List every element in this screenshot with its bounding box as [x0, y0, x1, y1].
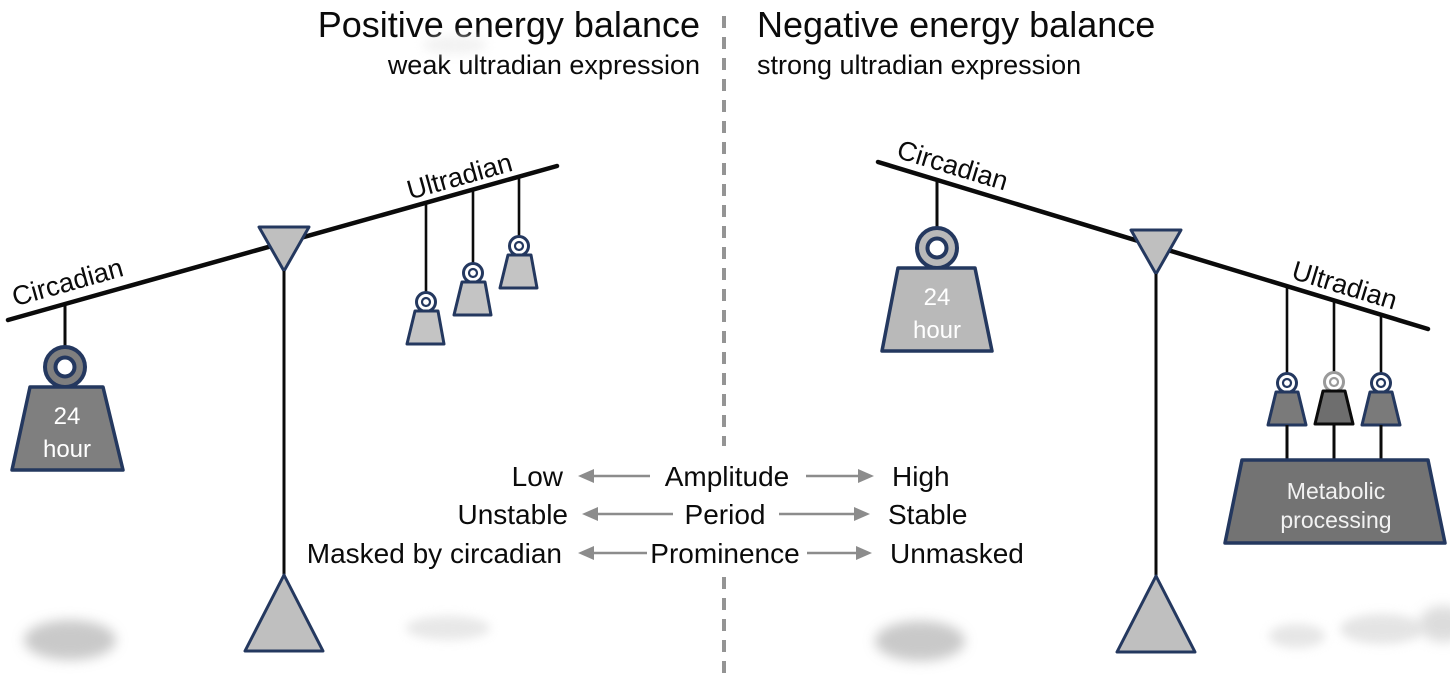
blurred-artifact: [1419, 606, 1450, 642]
blurred-artifact: [1340, 614, 1424, 644]
right-fulcrum-base-triangle-icon: [1115, 574, 1197, 654]
small-weight: [1313, 301, 1355, 461]
small-weight-ring-hole: [467, 267, 479, 279]
small-weight-body: [1266, 390, 1308, 427]
spectrum-row-amplitude: Low Amplitude High: [512, 461, 950, 492]
row-right-label: Stable: [888, 499, 967, 530]
right-weight-text-line2: hour: [913, 317, 961, 344]
row-center-label: Period: [685, 499, 766, 530]
right-arrow-icon: [858, 469, 874, 483]
right-ultradian-label: Ultradian: [1289, 255, 1401, 315]
row-right-label: High: [892, 461, 950, 492]
right-circadian-weight: 24 hour: [880, 181, 994, 353]
left-circadian-weight: 24 hour: [10, 303, 125, 472]
row-left-label: Low: [512, 461, 564, 492]
small-weight-body: [498, 253, 539, 290]
left-fulcrum-top-triangle-icon: [257, 225, 311, 273]
small-weight-body: [452, 280, 493, 317]
blurred-artifact: [24, 620, 116, 660]
small-weight-body: [1360, 390, 1402, 427]
small-weight-ring-hole: [1281, 377, 1293, 389]
row-right-label: Unmasked: [890, 538, 1024, 569]
left-weight-ring-hole: [53, 355, 77, 379]
right-arrow-icon: [856, 546, 872, 560]
left-weight-text-line2: hour: [43, 436, 91, 463]
small-weight-ring-hole: [513, 240, 525, 252]
left-weight-text-line1: 24: [54, 403, 81, 430]
left-ultradian-weights: [405, 178, 539, 346]
small-weight-body: [405, 309, 446, 346]
left-fulcrum-base-triangle-icon: [243, 573, 325, 653]
left-panel-title: Positive energy balance: [318, 4, 700, 45]
right-weight-body: [880, 266, 994, 353]
blurred-artifacts: [24, 36, 1450, 661]
right-arrow-icon: [854, 507, 870, 521]
small-weight-ring-hole: [1375, 377, 1387, 389]
metabolic-platform-text-line1: Metabolic: [1287, 478, 1385, 504]
small-weight-body: [1313, 389, 1355, 426]
row-left-label: Unstable: [457, 499, 568, 530]
right-panel-title: Negative energy balance: [757, 4, 1155, 45]
left-arrow-icon: [582, 507, 598, 521]
right-panel: Negative energy balance strong ultradian…: [757, 4, 1447, 654]
left-arrow-icon: [578, 469, 594, 483]
row-left-label: Masked by circadian: [307, 538, 562, 569]
blurred-artifact: [875, 621, 965, 661]
right-ultradian-weights: [1266, 287, 1402, 461]
metabolic-platform-text-line2: processing: [1280, 507, 1391, 533]
row-center-label: Amplitude: [665, 461, 790, 492]
row-center-label: Prominence: [650, 538, 799, 569]
blurred-artifact: [423, 36, 487, 54]
small-weight: [452, 191, 493, 317]
small-weight-ring-hole: [420, 296, 432, 308]
spectrum-rows: Low Amplitude High Unstable Period Stabl…: [307, 461, 1024, 569]
small-weight-ring-hole: [1328, 376, 1340, 388]
right-fulcrum-top-triangle-icon: [1129, 228, 1183, 276]
blurred-artifact: [1269, 624, 1325, 648]
right-weight-text-line1: 24: [924, 284, 951, 311]
right-panel-subtitle: strong ultradian expression: [757, 50, 1081, 80]
left-arrow-icon: [578, 546, 594, 560]
left-ultradian-label: Ultradian: [403, 147, 515, 205]
small-weight: [1266, 287, 1308, 461]
metabolic-platform-body: [1223, 458, 1447, 545]
spectrum-row-prominence: Masked by circadian Prominence Unmasked: [307, 538, 1024, 569]
blurred-artifact: [406, 616, 490, 640]
right-circadian-label: Circadian: [894, 134, 1012, 196]
small-weight: [1360, 315, 1402, 461]
small-weight: [405, 204, 446, 346]
right-weight-ring-hole: [925, 236, 949, 260]
left-weight-body: [10, 385, 125, 472]
metabolic-platform: Metabolic processing: [1223, 458, 1447, 545]
left-panel-subtitle: weak ultradian expression: [387, 50, 700, 80]
spectrum-row-period: Unstable Period Stable: [457, 499, 967, 530]
small-weight: [498, 178, 539, 290]
